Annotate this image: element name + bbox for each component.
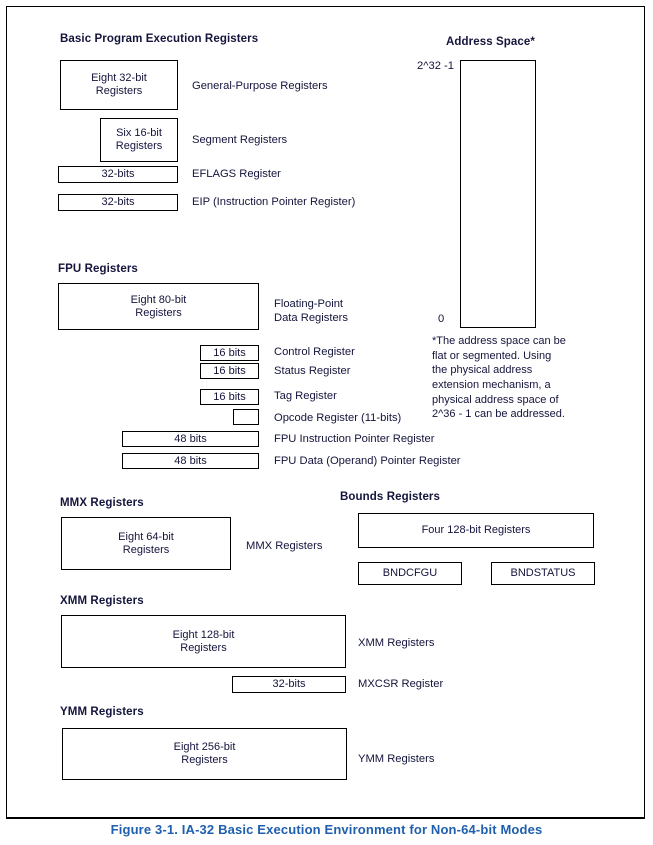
register-box-label: 32-bits (101, 168, 135, 181)
register-box-control: 16 bits (200, 345, 259, 361)
register-box-label: BNDSTATUS (510, 567, 576, 580)
register-box-eflags: 32-bits (58, 166, 178, 183)
register-desc-eflags: EFLAGS Register (192, 168, 281, 180)
register-box-label: Eight 64-bit Registers (118, 530, 174, 556)
register-desc-segment: Segment Registers (192, 134, 288, 146)
register-box-xmm: Eight 128-bit Registers (61, 615, 346, 668)
section-heading-basic-program-execution-registers: Basic Program Execution Registers (60, 33, 259, 45)
register-box-fpu-data-pointer: 48 bits (122, 453, 259, 469)
register-desc-general-purpose: General-Purpose Registers (192, 80, 328, 92)
register-desc-control: Control Register (274, 346, 355, 358)
register-box-general-purpose: Eight 32-bit Registers (60, 60, 178, 110)
address-space-box (460, 60, 536, 328)
address-space-top-tick: 2^32 -1 (417, 60, 454, 72)
register-box-mmx: Eight 64-bit Registers (61, 517, 231, 570)
register-box-ymm: Eight 256-bit Registers (62, 728, 347, 780)
register-box-label: 32-bits (101, 196, 135, 209)
register-box-tag: 16 bits (200, 389, 259, 405)
register-box-eip: 32-bits (58, 194, 178, 211)
section-heading-xmm-registers: XMM Registers (60, 595, 144, 607)
register-box-label: Eight 256-bit Registers (173, 741, 236, 766)
register-box-label: 48 bits (174, 432, 207, 445)
register-box-segment: Six 16-bit Registers (100, 118, 178, 162)
section-heading-mmx-registers: MMX Registers (60, 497, 144, 509)
register-box-label: 16 bits (213, 390, 246, 403)
register-box-label: 32-bits (272, 678, 306, 691)
register-desc-mxcsr: MXCSR Register (358, 678, 444, 690)
register-desc-tag: Tag Register (274, 390, 337, 402)
section-heading-bounds-registers: Bounds Registers (340, 491, 441, 503)
register-desc-xmm: XMM Registers (358, 637, 435, 649)
register-desc-fpu-instruction-pointer: FPU Instruction Pointer Register (274, 433, 435, 445)
register-box-bounds: Four 128-bit Registers (358, 513, 594, 548)
register-box-label: 48 bits (174, 454, 207, 467)
register-box-label: Eight 32-bit Registers (91, 72, 147, 97)
register-box-label: 16 bits (213, 346, 246, 359)
caption-rule (6, 817, 645, 819)
register-box-opcode (233, 409, 259, 425)
address-space-footnote: *The address space can be flat or segmen… (432, 335, 566, 421)
register-box-fpu-instruction-pointer: 48 bits (122, 431, 259, 447)
register-box-label: BNDCFGU (382, 567, 438, 580)
register-box-status: 16 bits (200, 363, 259, 379)
section-heading-address-space: Address Space* (446, 36, 535, 48)
register-box-mxcsr: 32-bits (232, 676, 346, 693)
register-desc-eip: EIP (Instruction Pointer Register) (192, 196, 356, 208)
register-box-label: Six 16-bit Registers (115, 127, 163, 152)
register-desc-status: Status Register (274, 365, 351, 377)
figure-caption: Figure 3-1. IA-32 Basic Execution Enviro… (110, 822, 543, 837)
register-box-label: 16 bits (213, 364, 246, 377)
register-desc-ymm: YMM Registers (358, 753, 435, 765)
register-box-label: Eight 80-bit Registers (130, 293, 187, 319)
register-box-fpu-data: Eight 80-bit Registers (58, 283, 259, 330)
section-heading-fpu-registers: FPU Registers (58, 263, 138, 275)
register-box-bndcfgu: BNDCFGU (358, 562, 462, 585)
register-desc-opcode: Opcode Register (11-bits) (274, 412, 402, 424)
section-heading-ymm-registers: YMM Registers (60, 706, 144, 718)
register-box-bndstatus: BNDSTATUS (491, 562, 595, 585)
register-desc-mmx: MMX Registers (246, 540, 323, 552)
address-space-bottom-tick: 0 (438, 313, 445, 325)
register-desc-fpu-data-pointer: FPU Data (Operand) Pointer Register (274, 455, 461, 467)
register-box-label: Eight 128-bit Registers (172, 628, 235, 654)
register-box-label: Four 128-bit Registers (421, 524, 531, 537)
register-desc-fpu-data: Floating-Point Data Registers (274, 298, 348, 324)
